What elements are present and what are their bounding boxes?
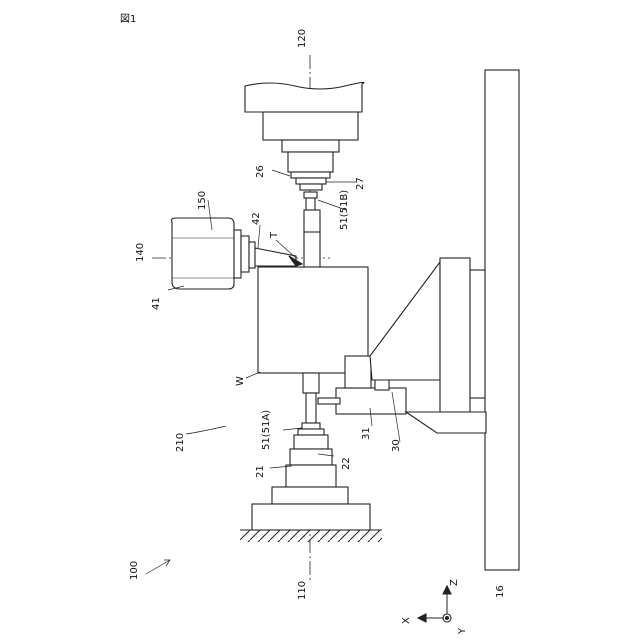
label-21: 21: [256, 465, 266, 478]
label-T: T: [270, 232, 280, 238]
figure-label: 図1: [120, 10, 136, 25]
workpiece-lower-shaft: [303, 373, 319, 393]
upper-flange: [263, 112, 358, 140]
lower-chuck-tip: [302, 423, 320, 429]
label-42: 42: [252, 212, 262, 225]
label-27: 27: [356, 177, 366, 190]
support-block: [440, 258, 470, 412]
gripper-arm-31: [318, 398, 340, 404]
label-W: W: [236, 376, 246, 386]
gripper-mount: [345, 356, 371, 388]
label-16: 16: [496, 585, 506, 598]
tool-head-ring-3: [249, 242, 255, 268]
base-block: [252, 504, 370, 530]
axis-label-x: X: [402, 617, 412, 624]
upper-headstock: [245, 82, 364, 112]
upper-tool-holder: [304, 192, 317, 198]
label-51A: 51(51A): [262, 410, 272, 450]
upper-chuck-27: [296, 178, 326, 184]
workpiece-upper-shaft: [304, 210, 320, 267]
upper-spindle-housing: [282, 140, 339, 152]
upper-chuck-jaw: [300, 184, 322, 190]
lower-tool-shank: [306, 393, 316, 423]
lower-chuck-22: [290, 449, 332, 465]
tool-head-41: [172, 218, 235, 289]
support-plate: [470, 270, 485, 398]
ground-hatch: [240, 530, 382, 542]
support-lower-arm: [406, 412, 486, 433]
label-26: 26: [256, 165, 266, 178]
label-110: 110: [298, 581, 308, 600]
support-bracket: [370, 262, 440, 380]
label-150: 150: [198, 191, 208, 210]
label-100: 100: [130, 561, 140, 580]
label-30: 30: [392, 439, 402, 452]
column-16: [485, 70, 519, 570]
lower-chuck-body: [294, 435, 328, 449]
label-31: 31: [362, 427, 372, 440]
label-120: 120: [298, 29, 308, 48]
lower-headstock-base: [272, 487, 348, 504]
lower-chuck-jaw: [298, 429, 324, 435]
upper-tool-shank: [306, 198, 315, 210]
label-22: 22: [342, 457, 352, 470]
lower-spindle-21: [286, 465, 336, 487]
label-210: 210: [176, 433, 186, 452]
upper-spindle-body: [288, 152, 333, 172]
label-41: 41: [152, 297, 162, 310]
label-140: 140: [136, 243, 146, 262]
gripper-body-30: [336, 388, 406, 414]
upper-chuck-26: [291, 172, 330, 178]
axis-label-y: Y: [458, 628, 468, 634]
axis-label-z: Z: [450, 579, 460, 586]
tool-head-ring-1: [234, 230, 241, 278]
tool-head-ring-2: [241, 236, 249, 272]
label-51B: 51(51B): [340, 190, 350, 230]
